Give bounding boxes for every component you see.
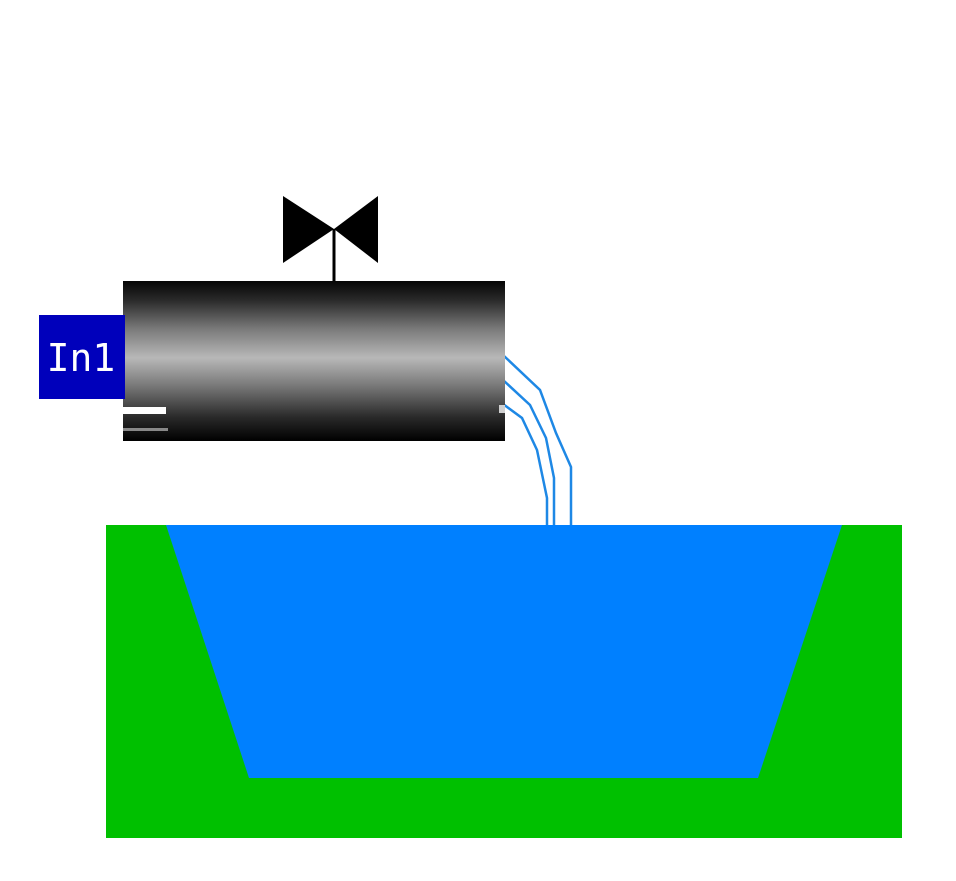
valve-left-wing (283, 196, 334, 263)
water-stream (502, 354, 573, 525)
input-port[interactable]: In1 (39, 315, 125, 399)
basin (106, 525, 902, 838)
water-strand (502, 402, 549, 525)
pipe (123, 281, 505, 441)
input-port-label: In1 (47, 336, 116, 380)
water-strand (502, 379, 556, 525)
valve-icon[interactable] (283, 196, 378, 282)
pipe-highlight (499, 405, 505, 413)
valve-right-wing (334, 196, 378, 263)
pipe-highlight (123, 428, 168, 431)
pipe-body (123, 281, 505, 441)
input-port-box[interactable] (39, 315, 125, 399)
water-strand (502, 354, 573, 525)
basin-water (166, 525, 842, 778)
pipe-highlight (123, 407, 166, 414)
